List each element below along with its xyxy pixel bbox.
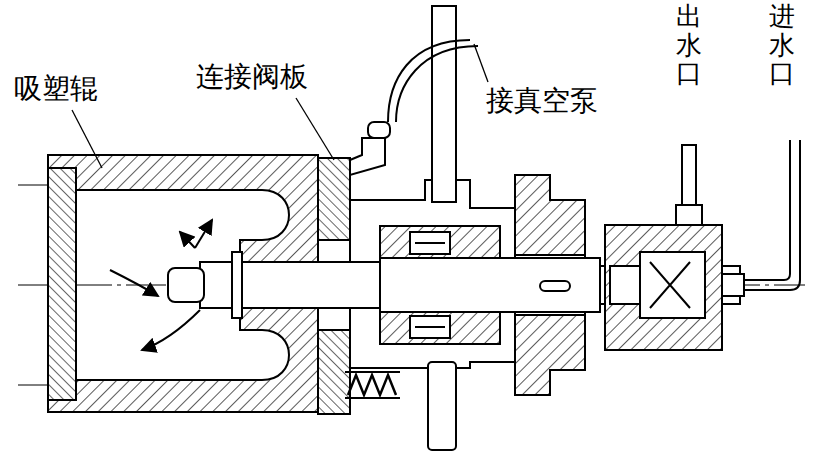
part-name: 连接阀板 bbox=[196, 60, 308, 94]
port-name: 进水口 bbox=[769, 2, 795, 88]
port-name: 出水口 bbox=[676, 2, 702, 88]
part-name: 吸塑辊 bbox=[14, 72, 98, 106]
part-name: 接真空泵 bbox=[486, 84, 598, 118]
